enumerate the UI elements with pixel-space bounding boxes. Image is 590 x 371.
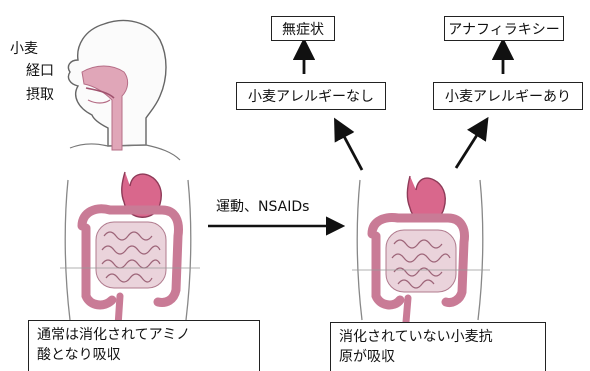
normal-caption-line-1: 通常は消化されてアミノ (37, 325, 251, 345)
no-allergy-box: 小麦アレルギーなし (236, 82, 386, 110)
allergy-box: 小麦アレルギーあり (433, 82, 583, 110)
undigested-caption-line-1: 消化されていない小麦抗 (339, 327, 537, 347)
normal-digestion-caption: 通常は消化されてアミノ 酸となり吸収 (28, 320, 260, 371)
arrow-to-no-allergy (338, 125, 362, 170)
anaphylaxis-label: アナフィラキシー (448, 19, 559, 39)
intake-label-line-1: 小麦 (10, 40, 38, 59)
arrow-to-allergy (456, 124, 484, 168)
allergy-label: 小麦アレルギーあり (445, 86, 571, 106)
no-symptoms-box: 無症状 (271, 16, 335, 41)
trigger-label: 運動、NSAIDs (216, 198, 309, 217)
intake-label-line-3: 摂取 (26, 86, 54, 105)
anaphylaxis-box: アナフィラキシー (444, 16, 564, 41)
undigested-caption-line-2: 原が吸収 (339, 347, 537, 367)
intake-label-line-2: 経口 (26, 62, 54, 81)
digestive-tract-normal-illustration (60, 172, 200, 326)
undigested-antigen-caption: 消化されていない小麦抗 原が吸収 (330, 322, 546, 371)
normal-caption-line-2: 酸となり吸収 (37, 345, 251, 365)
digestive-tract-allergic-illustration (352, 176, 490, 322)
no-allergy-label: 小麦アレルギーなし (248, 86, 374, 106)
no-symptoms-label: 無症状 (282, 19, 324, 39)
head-profile-illustration (68, 21, 180, 160)
